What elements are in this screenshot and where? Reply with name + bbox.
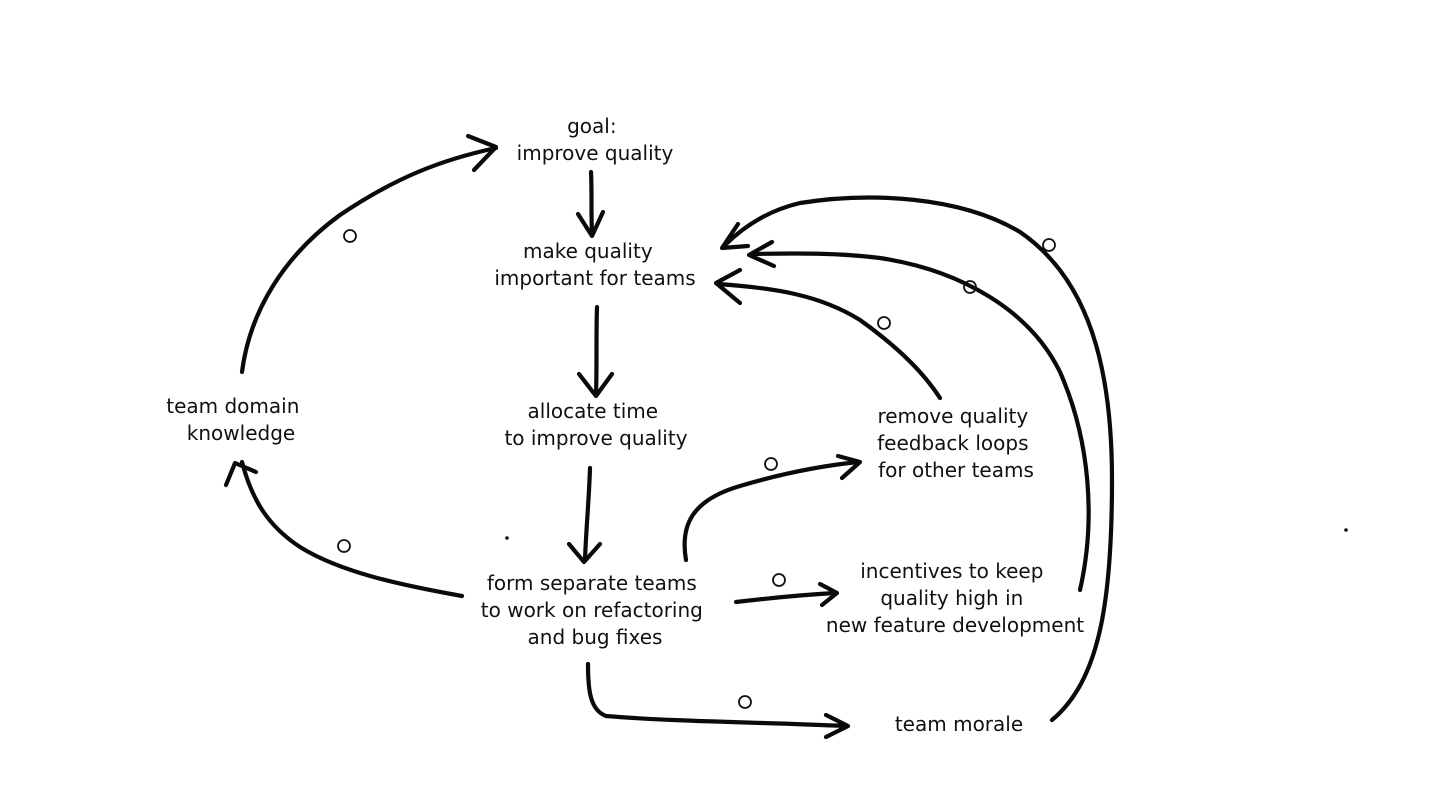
edge-form-teams-to-team-domain [223, 459, 465, 599]
stray-dot [1344, 528, 1348, 532]
edge-form-teams-to-team-morale [585, 661, 851, 740]
svg-text:goal: improve quality: goal: improve quality [517, 114, 674, 165]
node-incentives-line-2: quality high in [880, 586, 1023, 610]
node-allocate-time-line-2: to improve quality [504, 426, 687, 450]
edge-remove-feedback-to-make-quality [713, 267, 943, 401]
node-remove-feedback-line-3: for other teams [878, 458, 1034, 482]
polarity-marker [1042, 238, 1056, 252]
node-form-teams-line-1: form separate teams [487, 571, 697, 595]
node-remove-feedback-line-1: remove quality [877, 404, 1028, 428]
node-form-teams: form separate teams to work on refactori… [481, 571, 709, 649]
edge-allocate-time-to-form-teams [566, 465, 603, 565]
svg-text:incentives to keep quali: incentives to keep quality high in new f… [826, 559, 1084, 637]
node-make-quality-line-1: make quality [523, 239, 653, 263]
node-incentives: incentives to keep quality high in new f… [826, 559, 1084, 637]
polarity-marker [764, 457, 778, 471]
node-form-teams-line-2: to work on refactoring [481, 598, 703, 622]
svg-text:remove quality feedback: remove quality feedback loops for other … [877, 404, 1035, 482]
node-make-quality: make quality important for teams [494, 239, 695, 290]
node-incentives-line-3: new feature development [826, 613, 1084, 637]
node-form-teams-line-3: and bug fixes [528, 625, 663, 649]
node-make-quality-line-2: important for teams [494, 266, 695, 290]
node-team-morale-line-1: team morale [895, 712, 1023, 736]
node-allocate-time-line-1: allocate time [528, 399, 659, 423]
svg-text:form separate teams to w: form separate teams to work on refactori… [481, 571, 709, 649]
node-goal-line-2: improve quality [517, 141, 674, 165]
edge-form-teams-to-incentives [733, 573, 840, 608]
node-team-domain-line-2: knowledge [187, 421, 295, 445]
polarity-marker [877, 316, 891, 330]
edge-goal-to-make-quality [575, 169, 606, 239]
svg-text:allocate time to improve: allocate time to improve quality [504, 399, 687, 450]
node-remove-feedback-line-2: feedback loops [877, 431, 1028, 455]
node-team-morale: team morale [895, 712, 1023, 736]
edge-incentives-to-make-quality [746, 239, 1091, 593]
node-remove-feedback: remove quality feedback loops for other … [877, 404, 1035, 482]
edge-team-domain-to-goal [239, 133, 499, 375]
node-team-domain-line-1: team domain [166, 394, 299, 418]
edge-form-teams-to-remove-feedback [682, 453, 863, 563]
edge-team-morale-to-make-quality [719, 195, 1115, 723]
polarity-marker [772, 573, 786, 587]
node-allocate-time: allocate time to improve quality [504, 399, 687, 450]
polarity-marker [343, 229, 357, 243]
svg-text:team domain knowledge: team domain knowledge [166, 394, 306, 445]
edge-make-quality-to-allocate-time [576, 304, 615, 399]
node-team-domain: team domain knowledge [166, 394, 306, 445]
polarity-marker [738, 695, 752, 709]
svg-text:make quality important f: make quality important for teams [494, 239, 695, 290]
node-goal: goal: improve quality [517, 114, 674, 165]
svg-text:team morale: team morale [895, 712, 1023, 736]
node-incentives-line-1: incentives to keep [860, 559, 1043, 583]
stray-dot [505, 536, 509, 540]
polarity-marker [963, 280, 977, 294]
node-goal-line-1: goal: [567, 114, 616, 138]
polarity-marker [337, 539, 351, 553]
